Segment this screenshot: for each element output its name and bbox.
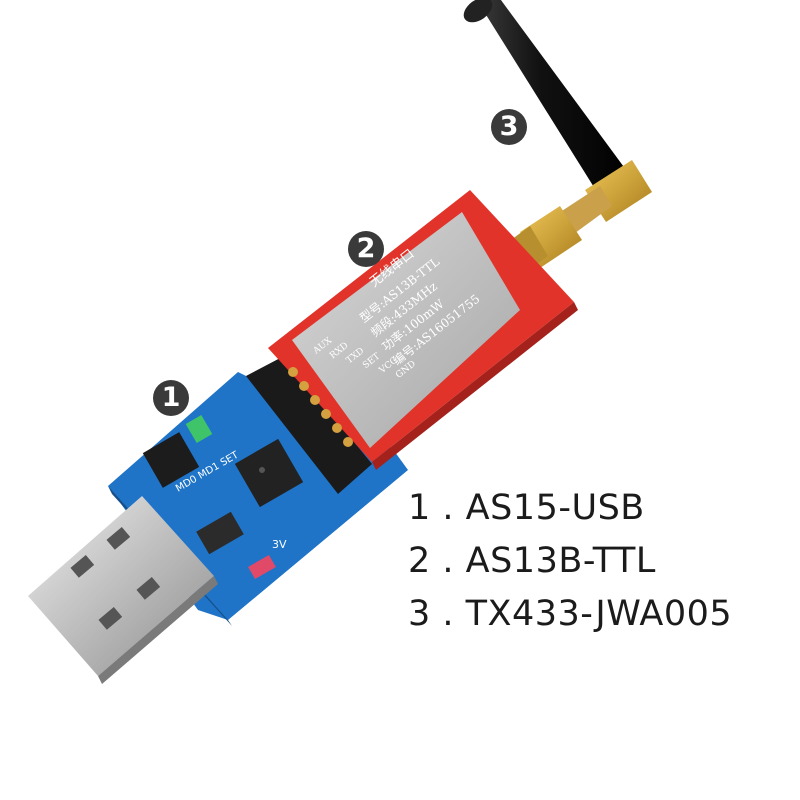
usb-adapter-board: MD0 MD1 SET 3V [28, 356, 408, 684]
parts-legend: 1 . AS15-USB 2 . AS13B-TTL 3 . TX433-JWA… [408, 482, 798, 641]
callout-marker-3: 3 [491, 109, 527, 145]
usb-connector-icon [28, 496, 218, 684]
voltage-label: 3V [272, 538, 287, 551]
rf-shield [292, 212, 520, 448]
module-pins [288, 367, 353, 447]
callout-marker-2: 2 [348, 231, 384, 267]
legend-item-ttl: 2 . AS13B-TTL [408, 541, 656, 581]
legend-item-usb: 1 . AS15-USB [408, 488, 645, 528]
legend-item-antenna: 3 . TX433-JWA005 [408, 594, 733, 634]
chip-icon [234, 438, 304, 508]
antenna [463, 0, 652, 278]
callout-marker-1: 1 [153, 380, 189, 416]
